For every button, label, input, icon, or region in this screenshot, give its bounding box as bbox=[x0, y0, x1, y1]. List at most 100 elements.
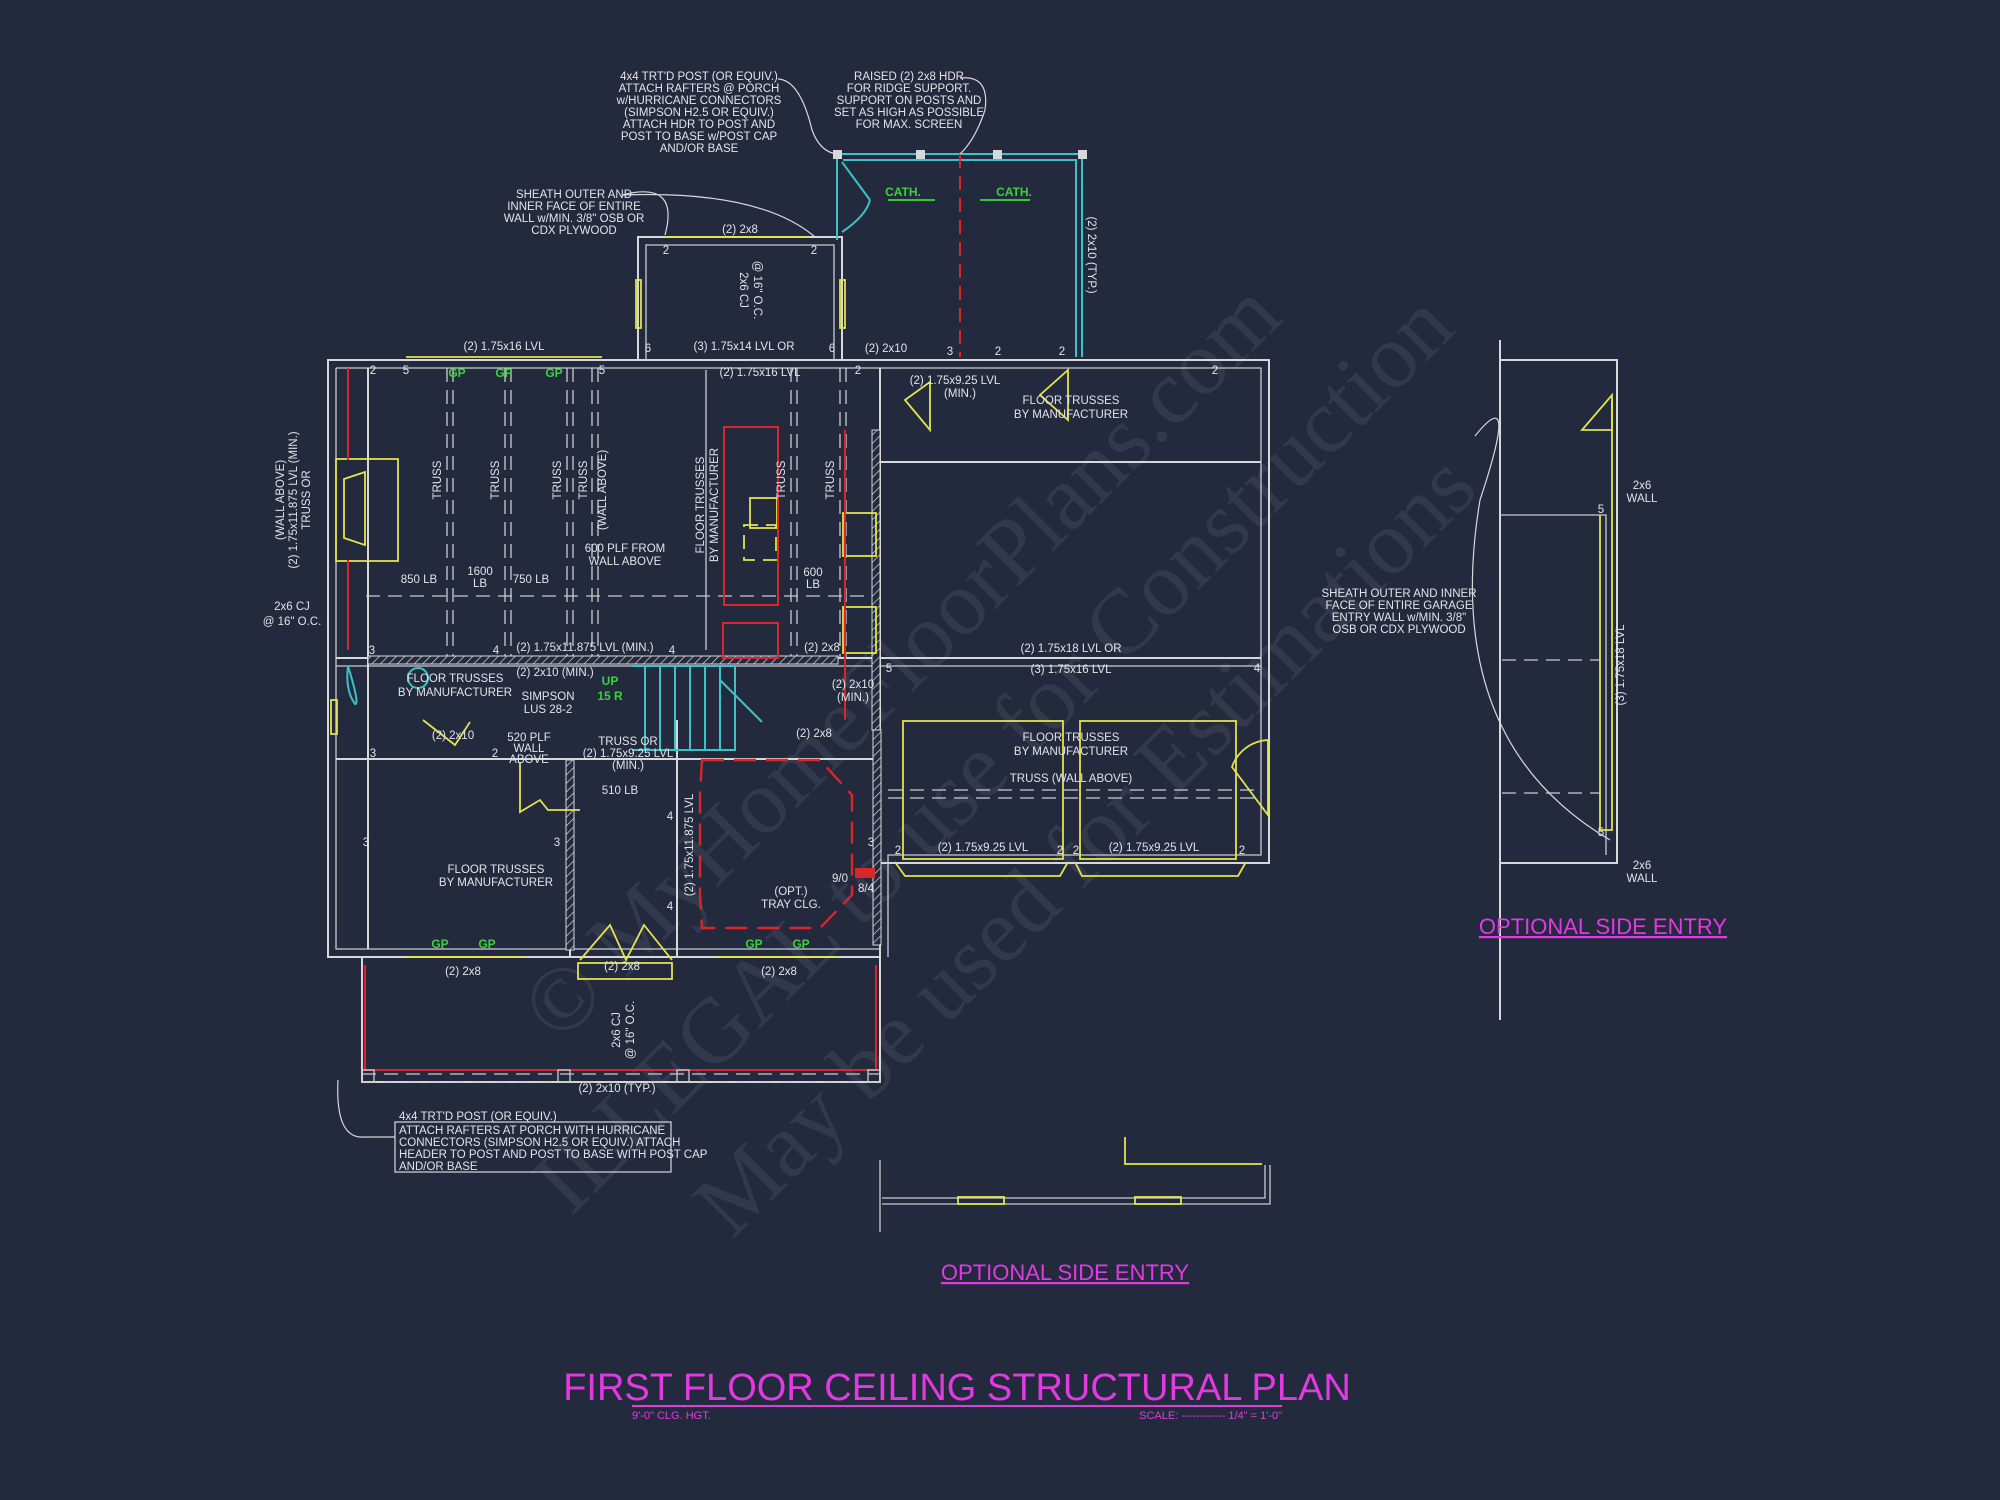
bearing-marks-4-bearing-mark: 6 bbox=[829, 343, 835, 355]
bearing-walls bbox=[367, 429, 882, 951]
labels-load-600-label: 600 bbox=[803, 567, 822, 579]
bearing-marks-4-bearing-mark: 6 bbox=[645, 343, 651, 355]
labels-front-2x8-mid-label: (2) 2x8 bbox=[604, 961, 640, 973]
notes-ridge-header-label: SET AS HIGH AS POSSIBLE bbox=[834, 107, 984, 119]
screen-porch bbox=[833, 150, 1087, 357]
labels-gp-label: GP bbox=[545, 366, 562, 380]
labels-floor-trusses-vertical-label: FLOOR TRUSSES bbox=[695, 456, 707, 553]
labels-floor-trusses-bath-label: BY MANUFACTURER bbox=[398, 687, 512, 699]
labels-left-beam-label: (WALL ABOVE) bbox=[275, 460, 287, 540]
labels-plf-520-label: 520 PLF bbox=[507, 732, 550, 744]
notes-ceiling-joists-label: 2x6 CJ bbox=[274, 601, 310, 613]
bearing-marks-0-bearing-mark: 2 bbox=[1212, 365, 1218, 377]
notes-porch-post-bottom-label: CONNECTORS (SIMPSON H2.5 OR EQUIV.) ATTA… bbox=[399, 1137, 680, 1149]
notes-ridge-header-label: RAISED (2) 2x8 HDR bbox=[854, 71, 964, 83]
labels-screen-header-label: (2) 2x10 (TYP.) bbox=[1085, 216, 1097, 293]
notes-ridge-header-label: FOR MAX. SCREEN bbox=[856, 119, 963, 131]
notes-sheath-wall-label: SHEATH OUTER AND bbox=[516, 189, 632, 201]
notes-porch-joists-label: 2x6 CJ bbox=[611, 1012, 623, 1048]
labels-truss-label: TRUSS bbox=[578, 460, 590, 499]
bearing-marks-0-bearing-mark: 2 bbox=[1239, 845, 1245, 857]
labels-bay-header-label: (2) 2x8 bbox=[722, 224, 758, 236]
notes-porch-post-top-label: POST TO BASE w/POST CAP bbox=[621, 131, 778, 143]
bearing-marks-3-bearing-mark: 5 bbox=[1598, 504, 1604, 516]
labels-header-2x8-a-label: (2) 2x8 bbox=[804, 642, 840, 654]
labels-side-lvl-vertical-label: (3) 1.75x18 LVL bbox=[1615, 624, 1627, 706]
porch-beam bbox=[361, 1069, 881, 1083]
labels-closet-2x10-label: (2) 2x10 bbox=[432, 730, 474, 742]
labels-left-beam-label: (2) 1.75x11.875 LVL (MIN.) bbox=[288, 431, 300, 568]
labels-floor-trusses-front-label: BY MANUFACTURER bbox=[439, 877, 553, 889]
labels-truss-label: TRUSS bbox=[776, 460, 788, 499]
drawing-scale: SCALE: ------------ 1/4" = 1'-0" bbox=[1139, 1410, 1282, 1422]
red-elements bbox=[347, 368, 877, 1071]
labels-truss-label: TRUSS bbox=[432, 460, 444, 499]
labels-pantry-2x10-label: (2) 2x10 bbox=[832, 679, 874, 691]
labels-door-8-4-label: 8/4 bbox=[858, 883, 875, 895]
notes-porch-post-top-label: w/HURRICANE CONNECTORS bbox=[616, 95, 782, 107]
truss-lines bbox=[366, 368, 875, 658]
notes-porch-post-top-label: 4x4 TRT'D POST (OR EQUIV.) bbox=[620, 71, 778, 83]
notes-sheath-garage-label: OSB OR CDX PLYWOOD bbox=[1332, 624, 1465, 636]
labels-stair-up-label: 15 R bbox=[597, 689, 623, 703]
labels-stair-2x10-label: (2) 2x10 (MIN.) bbox=[516, 667, 593, 679]
labels-cath-left-label: CATH. bbox=[885, 185, 921, 199]
annotation-labels: 4x4 TRT'D POST (OR EQUIV.)ATTACH RAFTERS… bbox=[263, 71, 1658, 1173]
labels-porch-beam-label: (2) 2x10 (TYP.) bbox=[578, 1083, 655, 1095]
notes-sheath-garage-label: FACE OF ENTIRE GARAGE bbox=[1326, 600, 1473, 612]
labels-plf-520-label: ABOVE bbox=[509, 754, 549, 766]
bearing-marks-2-bearing-mark: 4 bbox=[667, 811, 674, 823]
bearing-marks-2-bearing-mark: 4 bbox=[493, 645, 500, 657]
labels-lvl-925-min-label: (2) 1.75x9.25 LVL bbox=[910, 375, 1001, 387]
optional-side-entry-right-label: OPTIONAL SIDE ENTRY bbox=[1479, 914, 1727, 939]
labels-plf-600-label: 600 PLF FROM bbox=[585, 543, 666, 555]
labels-truss-label: TRUSS bbox=[490, 460, 502, 499]
notes-porch-post-bottom-label: AND/OR BASE bbox=[399, 1161, 478, 1173]
labels-wall-2x6-top-label: 2x6 bbox=[1633, 480, 1652, 492]
bearing-marks-0-bearing-mark: 2 bbox=[1073, 845, 1079, 857]
labels-gp-label: GP bbox=[448, 366, 465, 380]
notes-sheath-wall-label: CDX PLYWOOD bbox=[531, 225, 616, 237]
labels-gp-label: GP bbox=[478, 937, 495, 951]
labels-floor-trusses-top-right-label: FLOOR TRUSSES bbox=[1023, 395, 1120, 407]
labels-mid-lvl-label: (2) 1.75x11.875 LVL (MIN.) bbox=[516, 642, 653, 654]
labels-header-2x10-top-label: (2) 2x10 bbox=[865, 343, 907, 355]
labels-door-9-0-label: 9/0 bbox=[832, 873, 848, 885]
beams-and-openings bbox=[330, 236, 1269, 980]
labels-plf-600-label: WALL ABOVE bbox=[589, 556, 662, 568]
labels-wall-2x6-bottom-label: WALL bbox=[1627, 873, 1658, 885]
notes-ceiling-joists-label: @ 16" O.C. bbox=[263, 616, 322, 628]
bearing-marks-0-bearing-mark: 2 bbox=[1059, 346, 1065, 358]
notes-porch-post-bottom-label: HEADER TO POST AND POST TO BASE WITH POS… bbox=[399, 1149, 708, 1161]
notes-porch-post-bottom-label: 4x4 TRT'D POST (OR EQUIV.) bbox=[399, 1111, 557, 1123]
bearing-marks-3-bearing-mark: 5 bbox=[599, 365, 605, 377]
labels-front-lvl-left-label: (2) 1.75x16 LVL bbox=[464, 341, 546, 353]
optional-side-entry-bottom-plan bbox=[879, 1137, 1271, 1232]
labels-truss-label: TRUSS bbox=[825, 460, 837, 499]
labels-floor-trusses-front-label: FLOOR TRUSSES bbox=[448, 864, 545, 876]
notes-porch-joists-label: @ 16" O.C. bbox=[625, 1001, 637, 1060]
labels-front-lvl-mid2-label: (2) 1.75x16 LVL bbox=[720, 367, 802, 379]
bearing-marks-1-bearing-mark: 3 bbox=[369, 645, 375, 657]
notes-ridge-header-label: FOR RIDGE SUPPORT. bbox=[847, 83, 971, 95]
notes-porch-post-top-label: AND/OR BASE bbox=[660, 143, 739, 155]
stair bbox=[346, 665, 763, 751]
bearing-marks-3-bearing-mark: 5 bbox=[403, 365, 409, 377]
notes-porch-post-top-label: ATTACH HDR TO POST AND bbox=[623, 119, 775, 131]
labels-stair-up-label: UP bbox=[602, 674, 619, 688]
labels-truss-label: TRUSS bbox=[552, 460, 564, 499]
labels-floor-trusses-top-right-label: BY MANUFACTURER bbox=[1014, 409, 1128, 421]
labels-plf-520-label: WALL bbox=[514, 743, 545, 755]
labels-wall-above-label: (WALL ABOVE) bbox=[597, 450, 609, 530]
bearing-marks-1-bearing-mark: 3 bbox=[868, 837, 874, 849]
labels-load-510-label: 510 LB bbox=[602, 785, 639, 797]
labels-truss-or-label: TRUSS OR bbox=[598, 736, 657, 748]
labels-front-lvl-mid-label: (3) 1.75x14 LVL OR bbox=[694, 341, 795, 353]
labels-truss-or-label: (MIN.) bbox=[612, 760, 644, 772]
notes-sheath-garage-label: SHEATH OUTER AND INNER bbox=[1321, 588, 1476, 600]
notes-bay-joists-label: @ 16" O.C. bbox=[751, 261, 763, 320]
bearing-marks-3-bearing-mark: 5 bbox=[886, 663, 892, 675]
bearing-marks-0-bearing-mark: 2 bbox=[663, 245, 669, 257]
labels-gp-label: GP bbox=[792, 937, 809, 951]
